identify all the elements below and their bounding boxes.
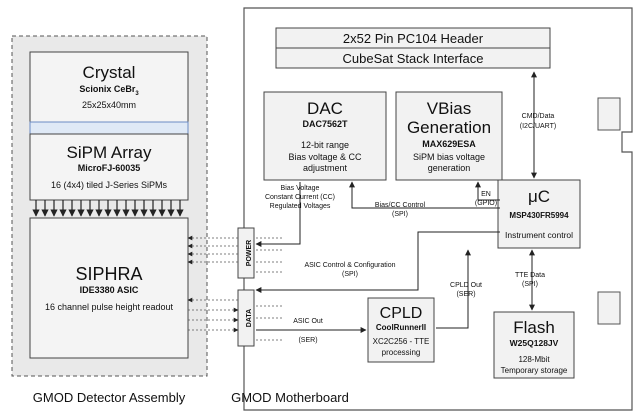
flash-desc1: 128-Mbit [518, 355, 550, 364]
stack-interface-block [275, 47, 551, 69]
asic-control-line [255, 231, 500, 293]
ann-tte1: TTE Data [515, 272, 545, 279]
ann-tte2: (SPI) [522, 281, 538, 288]
harness-lines [187, 235, 282, 341]
crystal-dims: 25x25x40mm [82, 100, 136, 110]
cpld-part: CoolRunnerII [376, 323, 426, 332]
uc-block [497, 179, 581, 249]
bias-voltage-line [255, 182, 301, 247]
detector-caption: GMOD Detector Assembly [33, 390, 186, 405]
mount-hole-bottom [597, 291, 621, 325]
ann-bias3: Regulated Voltages [270, 203, 331, 210]
vbias-block [395, 91, 503, 181]
cpld-title: CPLD [380, 305, 423, 322]
ann-bias1: Bias Voltage [281, 185, 320, 192]
dac-part: DAC7562T [302, 119, 348, 129]
bias-cc-control-line [349, 181, 500, 209]
ann-en2: (GPIO) [475, 200, 497, 207]
ann-asicctl1: ASIC Control & Configuration [304, 262, 395, 269]
flash-block [493, 311, 575, 379]
sipm-part: MicroFJ-60035 [78, 163, 141, 173]
siphra-desc: 16 channel pulse height readout [45, 302, 174, 312]
cpld-desc1: XC2C256 - TTE [373, 337, 430, 346]
crystal-part: Scionix CeBr3 [79, 84, 139, 97]
ann-cpldout2: (SER) [456, 291, 475, 298]
sipm-block [29, 133, 189, 201]
header-line1: 2x52 Pin PC104 Header [343, 31, 484, 46]
siphra-title: SIPHRA [75, 264, 142, 284]
ann-cmd1: CMD/Data [522, 113, 555, 120]
ann-biascc2: (SPI) [392, 211, 408, 218]
vbias-title2: Generation [407, 118, 491, 137]
vbias-part: MAX629ESA [422, 139, 476, 149]
vbias-title1: VBias [427, 99, 471, 118]
data-label: DATA [246, 309, 253, 327]
siphra-block [29, 217, 189, 359]
power-connector [237, 227, 255, 279]
flash-part: W25Q128JV [510, 338, 559, 348]
header-line2: CubeSat Stack Interface [343, 51, 484, 66]
ann-asicctl2: (SPI) [342, 271, 358, 278]
dac-desc2: Bias voltage & CC [288, 152, 362, 162]
siphra-part: IDE3380 ASIC [80, 285, 139, 295]
sipm-title: SiPM Array [66, 143, 152, 162]
crystal-block [29, 51, 189, 123]
uc-part: MSP430FR5994 [509, 211, 569, 220]
connections [255, 71, 537, 333]
mount-hole-top [597, 97, 621, 131]
dac-desc1: 12-bit range [301, 140, 349, 150]
ann-bias2: Constant Current (CC) [265, 194, 335, 201]
power-label: POWER [246, 240, 253, 266]
flash-desc2: Temporary storage [501, 366, 568, 375]
optical-interface [29, 121, 189, 135]
cpld-out-line [436, 249, 471, 329]
motherboard-caption: GMOD Motherboard [231, 390, 349, 405]
uc-title: μC [528, 187, 550, 206]
sipm-to-siphra-arrows [32, 200, 184, 217]
cpld-block [367, 297, 435, 363]
ann-asicout2: (SER) [298, 337, 317, 344]
flash-title: Flash [513, 318, 555, 337]
en-gpio-line [475, 181, 500, 201]
dac-desc3: adjustment [303, 163, 348, 173]
dac-title: DAC [307, 99, 343, 118]
vbias-desc1: SiPM bias voltage [413, 152, 485, 162]
ann-cmd2: (I2C/UART) [520, 123, 556, 130]
ann-biascc1: Bias/CC Control [375, 202, 426, 209]
crystal-title: Crystal [83, 63, 136, 82]
ann-asicout1: ASIC Out [293, 318, 323, 325]
ann-cpldout1: CPLD Out [450, 282, 482, 289]
dac-block [263, 91, 387, 181]
sipm-desc: 16 (4x4) tiled J-Series SiPMs [51, 180, 168, 190]
uc-desc: Instrument control [505, 230, 573, 240]
vbias-desc2: generation [428, 163, 471, 173]
ann-en1: EN [481, 191, 491, 198]
cpld-desc2: processing [382, 348, 421, 357]
